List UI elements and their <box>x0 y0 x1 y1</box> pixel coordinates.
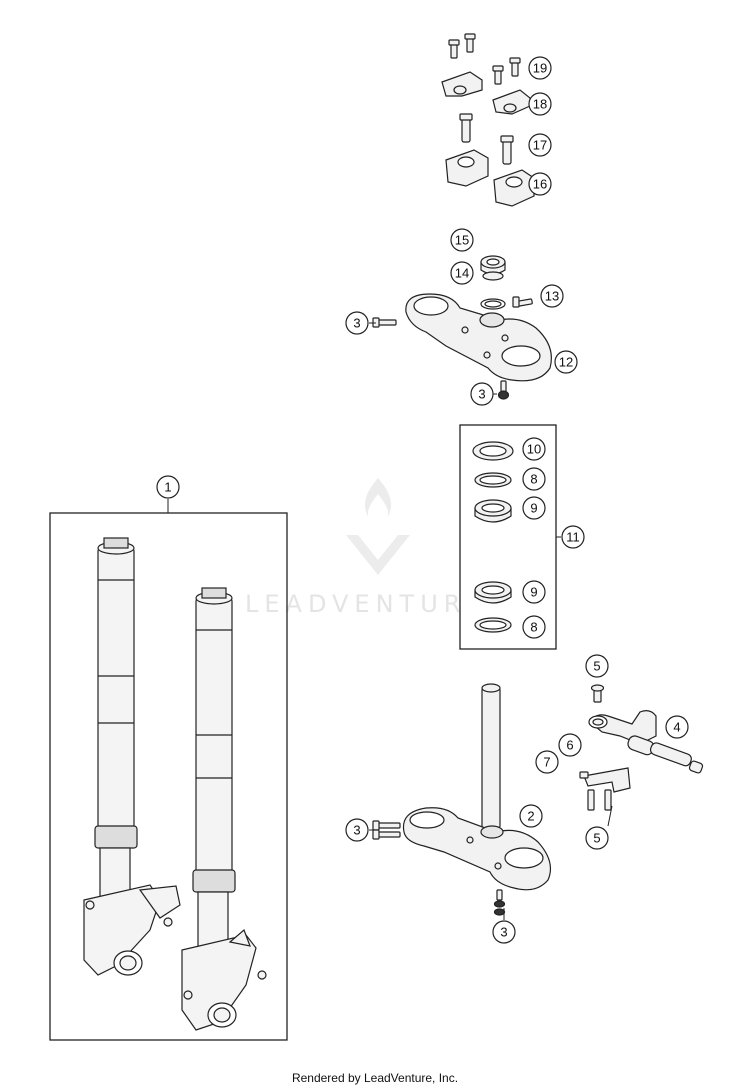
upper-triple-clamp <box>372 293 552 400</box>
svg-text:11: 11 <box>566 530 580 545</box>
callout-9-lower: 9 <box>522 580 546 604</box>
callout-13: 13 <box>540 284 564 308</box>
callout-6: 6 <box>558 733 582 757</box>
callout-11: 11 <box>561 525 585 549</box>
callout-2: 2 <box>519 804 543 828</box>
watermark: LEADVENTURE <box>245 478 488 618</box>
handlebar-clamp-group <box>441 33 535 207</box>
svg-text:4: 4 <box>673 720 680 735</box>
svg-text:6: 6 <box>566 738 573 753</box>
svg-text:10: 10 <box>527 442 541 457</box>
callout-18: 18 <box>528 92 552 116</box>
svg-text:3: 3 <box>353 823 360 838</box>
callout-10: 10 <box>522 437 546 461</box>
svg-text:1: 1 <box>164 480 171 495</box>
callout-19: 19 <box>528 56 552 80</box>
footer-credit: Rendered by LeadVenture, Inc. <box>291 1071 459 1085</box>
svg-text:9: 9 <box>530 585 537 600</box>
callout-3-upper-left: 3 <box>345 311 369 335</box>
callout-17: 17 <box>528 133 552 157</box>
callout-8-upper: 8 <box>522 467 546 491</box>
svg-text:17: 17 <box>533 138 547 153</box>
callout-14: 14 <box>450 261 474 285</box>
svg-text:14: 14 <box>455 266 469 281</box>
callout-16: 16 <box>528 172 552 196</box>
svg-text:3: 3 <box>500 925 507 940</box>
steering-damper <box>579 684 704 811</box>
svg-text:5: 5 <box>593 659 600 674</box>
svg-text:16: 16 <box>533 177 547 192</box>
svg-text:5: 5 <box>593 831 600 846</box>
svg-text:7: 7 <box>543 755 550 770</box>
callout-12: 12 <box>554 350 578 374</box>
lower-triple-clamp <box>372 683 551 916</box>
svg-text:3: 3 <box>478 387 485 402</box>
svg-text:18: 18 <box>533 97 547 112</box>
bearing-set <box>459 424 557 650</box>
callout-8-lower: 8 <box>522 615 546 639</box>
watermark-text: LEADVENTURE <box>245 590 488 618</box>
svg-text:8: 8 <box>530 620 537 635</box>
steering-nut-and-washer <box>480 255 506 310</box>
svg-text:19: 19 <box>533 61 547 76</box>
svg-text:9: 9 <box>530 501 537 516</box>
svg-text:3: 3 <box>353 316 360 331</box>
callout-3-lower-bottom: 3 <box>492 920 516 944</box>
svg-text:13: 13 <box>545 289 559 304</box>
callout-3-lower-left: 3 <box>345 818 369 842</box>
callout-5-lower: 5 <box>585 826 609 850</box>
callout-7: 7 <box>535 750 559 774</box>
callout-15: 15 <box>450 228 474 252</box>
callout-5-upper: 5 <box>585 654 609 678</box>
fork-assembly <box>49 512 288 1041</box>
callout-4: 4 <box>665 715 689 739</box>
svg-text:8: 8 <box>530 472 537 487</box>
callout-9-upper: 9 <box>522 496 546 520</box>
callouts: 19 18 17 16 15 14 13 3 12 3 10 8 9 11 9 … <box>156 56 689 944</box>
svg-text:12: 12 <box>559 355 573 370</box>
callout-1: 1 <box>156 475 180 499</box>
callout-3-upper-bottom: 3 <box>470 382 494 406</box>
svg-text:2: 2 <box>527 809 534 824</box>
leader-lines <box>167 322 613 920</box>
svg-text:15: 15 <box>455 233 469 248</box>
